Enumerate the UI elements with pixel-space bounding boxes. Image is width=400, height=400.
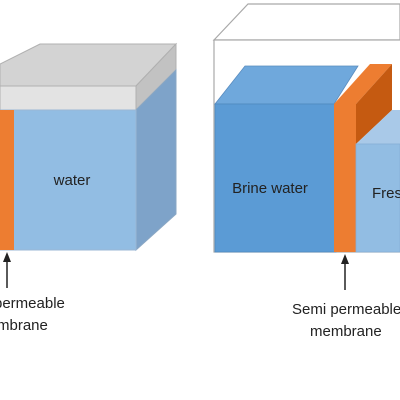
right-tank-brine-front [214, 103, 337, 253]
right-tank-membrane-top [334, 64, 392, 104]
right-membrane-arrow-head [341, 254, 349, 264]
left-tank-membrane [0, 110, 14, 250]
left-tank-water-front [0, 109, 137, 251]
right-membrane-label-line1: Semi permeable [292, 301, 400, 318]
right-membrane-label-line2: membrane [310, 323, 382, 340]
right-tank-glass-top [212, 3, 400, 41]
right-tank-membrane-front [334, 104, 356, 252]
left-membrane-label-line1: permeable [0, 295, 65, 312]
right-tank: Brine water Fres Semi permeable membrane [212, 3, 400, 340]
right-tank-membrane-side [356, 64, 392, 144]
left-membrane-arrow-head [3, 252, 11, 262]
left-tank-lid-front [0, 85, 137, 111]
brine-water-label: Brine water [232, 180, 308, 197]
left-water-label: water [53, 172, 91, 189]
left-membrane-label-line2: mbrane [0, 317, 48, 334]
right-tank-fresh-top [356, 110, 400, 144]
fresh-water-label: Fres [372, 185, 400, 202]
right-tank-fresh-front [355, 143, 400, 253]
left-tank: water permeable mbrane [0, 42, 178, 334]
